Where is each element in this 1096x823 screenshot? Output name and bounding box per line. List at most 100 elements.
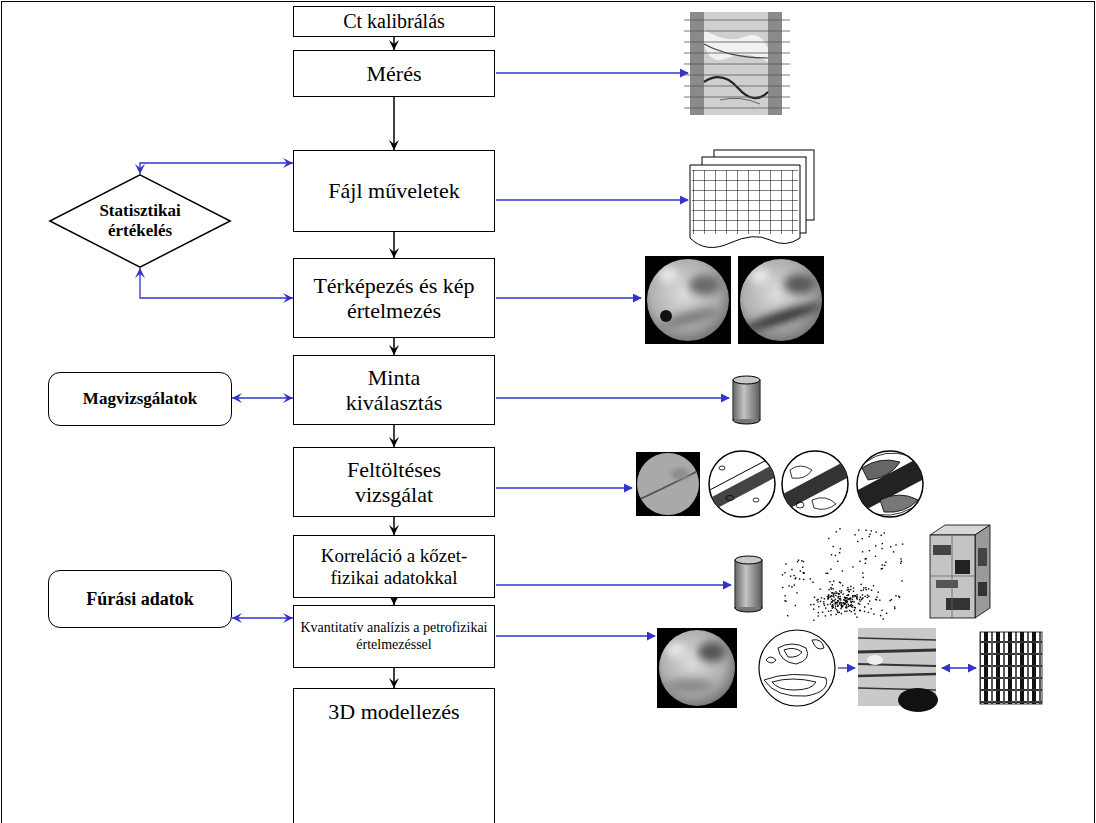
core-sample-cylinder <box>733 376 760 424</box>
arrow-head <box>283 393 293 403</box>
scatter-point <box>860 590 861 591</box>
scatter-point <box>832 607 833 608</box>
scatter-point <box>836 609 837 610</box>
scatter-point <box>803 561 804 562</box>
scatter-plot <box>782 528 904 621</box>
scatter-point <box>828 595 829 596</box>
scatter-point <box>868 596 869 597</box>
scatter-point <box>830 596 831 597</box>
leader-arrows <box>496 73 976 668</box>
scatter-point <box>849 610 850 611</box>
scatter-point <box>798 560 799 561</box>
scatter-point <box>827 598 828 599</box>
scatter-point <box>868 612 869 613</box>
scatter-point <box>836 614 837 615</box>
scatter-point <box>846 602 847 603</box>
scatter-point <box>839 552 840 553</box>
scatter-point <box>803 572 804 573</box>
scatter-point <box>830 603 831 604</box>
arrow-head <box>389 248 399 258</box>
scatter-point <box>854 596 855 597</box>
core-3d-block <box>930 525 990 618</box>
scatter-point <box>848 591 849 592</box>
scatter-point <box>810 578 811 579</box>
scatter-point <box>795 577 796 578</box>
scatter-point <box>871 530 872 531</box>
scatter-point <box>837 612 838 613</box>
scatter-point <box>816 600 817 601</box>
node-label: Korreláció a kőzet- fizikai adatokkal <box>301 545 487 589</box>
scatter-point <box>886 613 887 614</box>
scatter-point <box>803 579 804 580</box>
scatter-point <box>862 597 863 598</box>
scatter-point <box>797 561 798 562</box>
saturation-test-images <box>636 451 926 517</box>
data-file-pages <box>690 150 814 247</box>
scatter-point <box>852 566 853 567</box>
scatter-point <box>828 611 829 612</box>
scatter-point <box>860 610 861 611</box>
scatter-point <box>831 601 832 602</box>
arrow-head <box>389 678 399 688</box>
scatter-point <box>868 603 869 604</box>
scatter-point <box>864 606 865 607</box>
connector <box>232 393 293 403</box>
scatter-point <box>824 598 825 599</box>
scatter-point <box>787 615 788 616</box>
scatter-point <box>855 595 856 596</box>
scatter-point <box>831 598 832 599</box>
core-sample-cylinder <box>735 556 762 612</box>
scatter-point <box>883 618 884 619</box>
scatter-point <box>845 601 846 602</box>
scatter-point <box>895 544 896 545</box>
scatter-point <box>828 598 829 599</box>
scatter-point <box>850 605 851 606</box>
scatter-point <box>849 605 850 606</box>
scatter-point <box>902 543 903 544</box>
scatter-point <box>840 548 841 549</box>
scatter-point <box>876 599 877 600</box>
node-label: Térképezés és kép értelmezés <box>301 273 487 324</box>
scatter-point <box>878 592 879 593</box>
arrow-head <box>283 613 293 623</box>
scatter-point <box>841 604 842 605</box>
scatter-point <box>825 573 826 574</box>
scatter-point <box>785 563 786 564</box>
scatter-point <box>840 598 841 599</box>
scatter-point <box>846 600 847 601</box>
scatter-point <box>856 597 857 598</box>
scatter-point <box>858 603 859 604</box>
scatter-point <box>859 610 860 611</box>
connector <box>389 37 399 50</box>
scatter-point <box>889 600 890 601</box>
scatter-point <box>827 596 828 597</box>
scatter-point <box>844 611 845 612</box>
process-box: Kvantitatív analízis a petrofizikai érte… <box>293 605 495 668</box>
scatter-point <box>831 595 832 596</box>
scatter-point <box>865 587 866 588</box>
scatter-point <box>881 610 882 611</box>
scatter-point <box>834 593 835 594</box>
scatter-point <box>854 613 855 614</box>
scatter-point <box>835 555 836 556</box>
scatter-point <box>894 608 895 609</box>
scatter-point <box>838 596 839 597</box>
scatter-point <box>820 588 821 589</box>
scatter-point <box>856 597 857 598</box>
ct-slice-maps <box>645 256 824 344</box>
scatter-point <box>842 605 843 606</box>
scatter-point <box>828 589 829 590</box>
scatter-point <box>801 560 802 561</box>
scatter-point <box>880 615 881 616</box>
scatter-point <box>846 601 847 602</box>
scatter-point <box>869 550 870 551</box>
scatter-point <box>860 597 861 598</box>
scatter-point <box>810 604 811 605</box>
connector <box>135 268 293 303</box>
node-label: Statisztikai értékelés <box>75 201 205 240</box>
scatter-point <box>854 607 855 608</box>
connector-line <box>232 397 293 398</box>
scatter-point <box>795 605 796 606</box>
scatter-point <box>861 599 862 600</box>
